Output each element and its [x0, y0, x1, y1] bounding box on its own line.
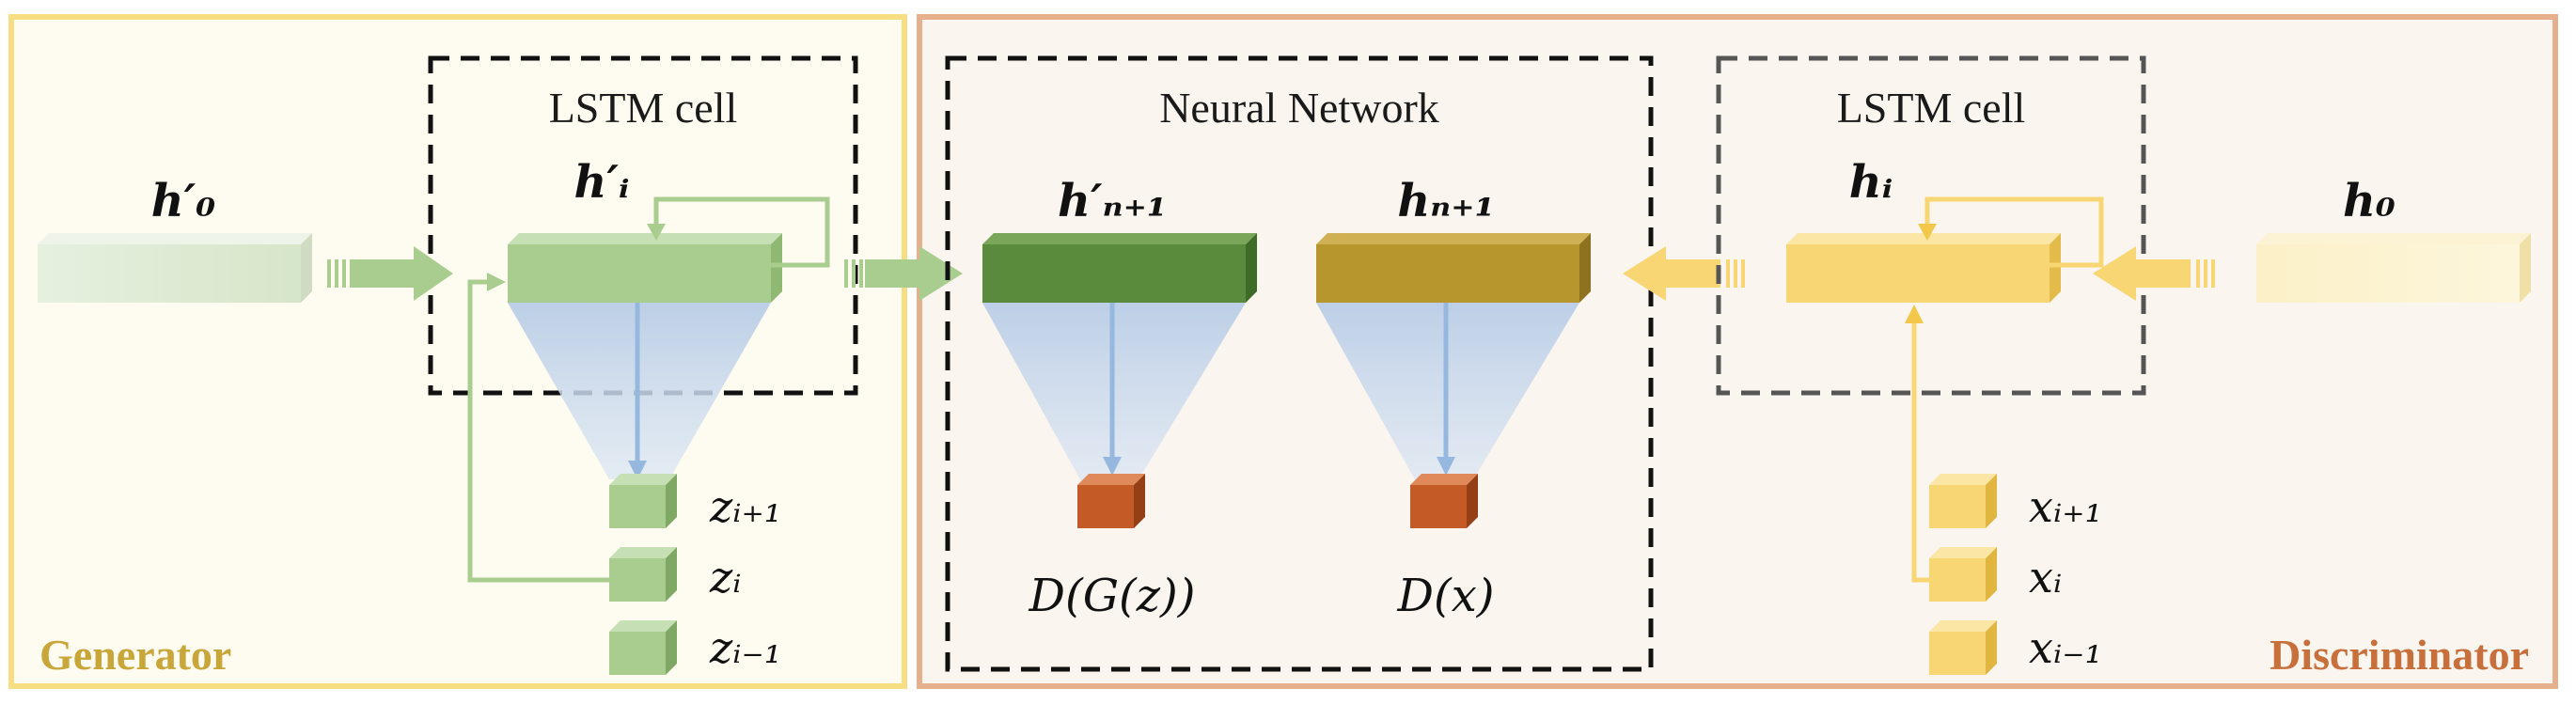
generator-hi-block — [508, 233, 782, 303]
d-real-label: D(x) — [1396, 570, 1494, 622]
generator-h0-label: h′₀ — [151, 175, 216, 227]
generator-panel — [8, 14, 907, 689]
discriminator-hi-label: hᵢ — [1849, 156, 1893, 209]
generator-hi-label: h′ᵢ — [573, 156, 629, 209]
discriminator-recurrent-arrowhead — [1918, 224, 1937, 241]
discriminator-input-cube-1 — [1929, 474, 1997, 528]
discriminator-lstm-box — [1716, 55, 2146, 396]
generator-label: Generator — [39, 631, 231, 679]
generator-to-discriminator-arrow-tip — [912, 246, 963, 301]
generator-output-label-2: zᵢ — [709, 552, 742, 603]
generator-output-label-3: zᵢ₋₁ — [709, 622, 781, 673]
generator-output-cube-1 — [609, 474, 677, 528]
discriminator-input-label-3: xᵢ₋₁ — [2029, 622, 2102, 673]
discriminator-lstm-to-nn-arrow — [1623, 246, 1745, 301]
d-fake-cube — [1077, 474, 1145, 528]
discriminator-panel — [917, 14, 2558, 689]
generator-lstm-title: LSTM cell — [549, 84, 738, 132]
discriminator-h0-label: h₀ — [2343, 175, 2395, 227]
discriminator-input-label-2: xᵢ — [2029, 552, 2062, 603]
discriminator-input-arrowhead — [1905, 305, 1924, 323]
generator-recurrent-arrowhead — [647, 224, 666, 241]
discriminator-hi-block — [1786, 233, 2061, 303]
discriminator-input-cube-2 — [1929, 547, 1997, 602]
generator-recurrent-loop — [653, 196, 830, 268]
neural-network-title: Neural Network — [1159, 84, 1439, 132]
generator-feedback-arrowhead — [487, 273, 506, 291]
discriminator-h0-arrow — [2093, 246, 2215, 301]
discriminator-input-line — [1911, 320, 1929, 583]
generator-h0-block — [38, 233, 312, 303]
discriminator-input-label-1: xᵢ₊₁ — [2029, 481, 2102, 532]
discriminator-recurrent-loop — [1924, 196, 2104, 268]
discriminator-label: Discriminator — [2270, 631, 2529, 679]
h-fake-block — [982, 233, 1257, 303]
generator-output-cube-2 — [609, 547, 677, 602]
h-real-block — [1316, 233, 1591, 303]
h-fake-label: h′ₙ₊₁ — [1058, 175, 1167, 227]
neural-network-box — [945, 55, 1654, 672]
discriminator-input-cube-3 — [1929, 620, 1997, 675]
h-real-label: hₙ₊₁ — [1397, 175, 1494, 227]
fake-cone-arrowhead — [1103, 457, 1122, 476]
generator-cone-arrowhead — [628, 461, 647, 479]
generator-feedback-line — [467, 279, 609, 583]
d-real-cube — [1410, 474, 1478, 528]
generator-output-label-1: zᵢ₊₁ — [709, 481, 781, 532]
discriminator-h0-block — [2256, 233, 2531, 303]
generator-output-cube-3 — [609, 620, 677, 675]
generator-input-arrow — [327, 246, 453, 301]
d-fake-label: D(G(z)) — [1028, 570, 1195, 622]
real-cone-arrowhead — [1437, 457, 1455, 476]
discriminator-lstm-title: LSTM cell — [1837, 84, 2026, 132]
